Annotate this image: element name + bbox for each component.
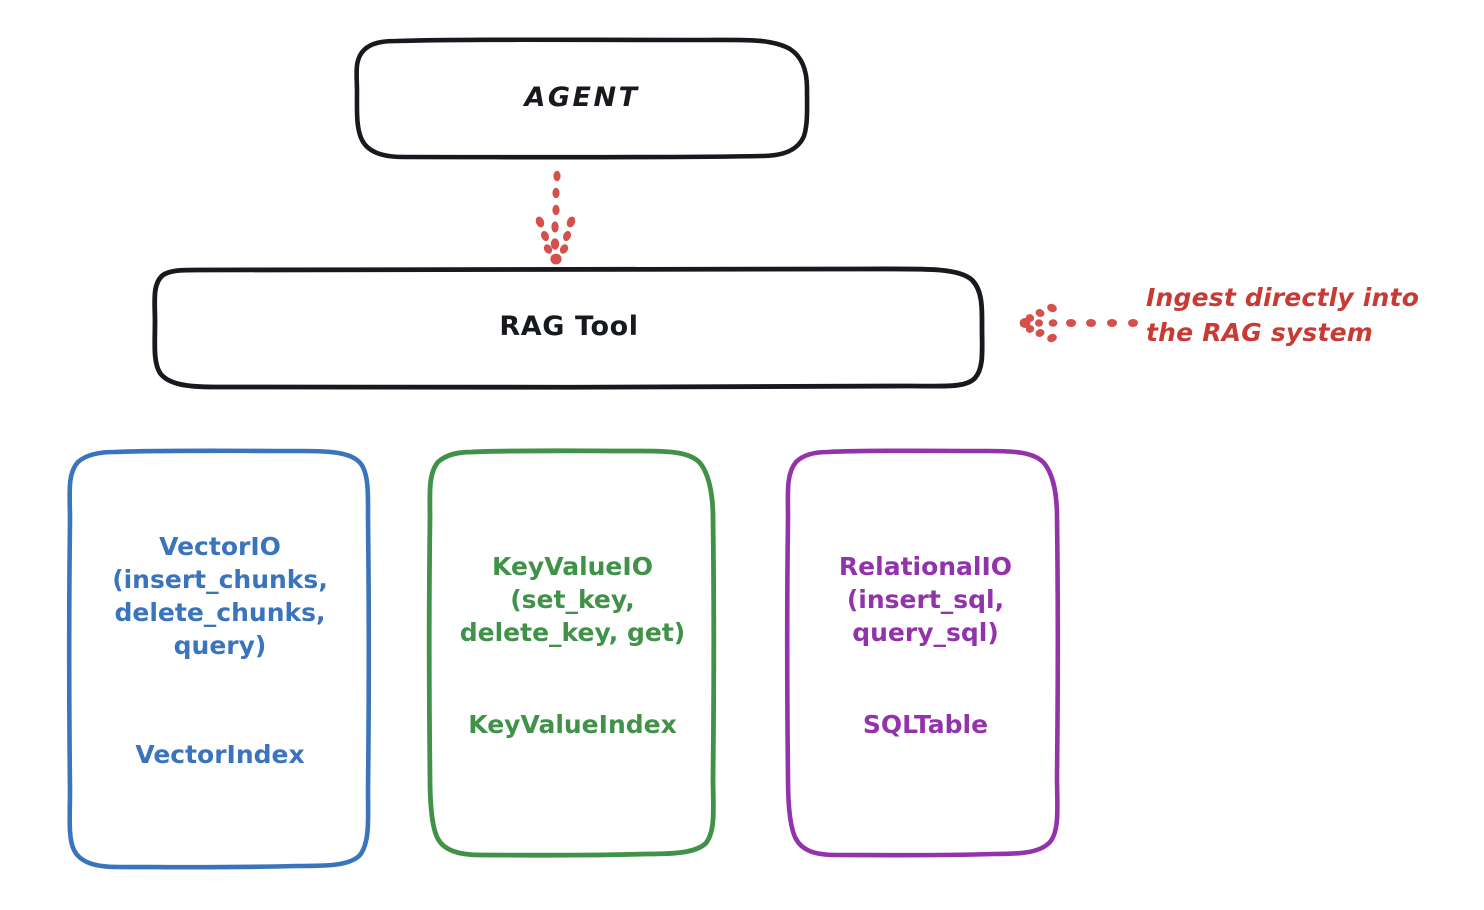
vector-index-label: VectorIndex [135,740,305,769]
agent-to-rag-connector [535,170,576,265]
agent-node-label: AGENT [524,82,640,114]
relational-io-methods-label: RelationalIO (insert_sql, query_sql) [838,552,1013,647]
rag-tool-node-label: RAG Tool [499,311,639,343]
agent-box-outline [354,37,810,160]
ingest-arrow-connector [1019,303,1138,343]
key-value-index-label: KeyValueIndex [468,710,677,739]
key-value-io-methods-label: KeyValueIO (set_key, delete_key, get) [459,552,686,647]
vector-io-box-outline [66,448,372,870]
key-value-io-box-outline [426,448,717,858]
rag-tool-box-outline [152,266,985,390]
ingest-annotation-text: Ingest directly into the RAG system [1146,283,1420,347]
vector-io-methods-label: VectorIO (insert_chunks, delete_chunks, … [112,532,328,660]
relational-io-box-outline [784,448,1061,858]
sql-table-label: SQLTable [862,710,989,739]
